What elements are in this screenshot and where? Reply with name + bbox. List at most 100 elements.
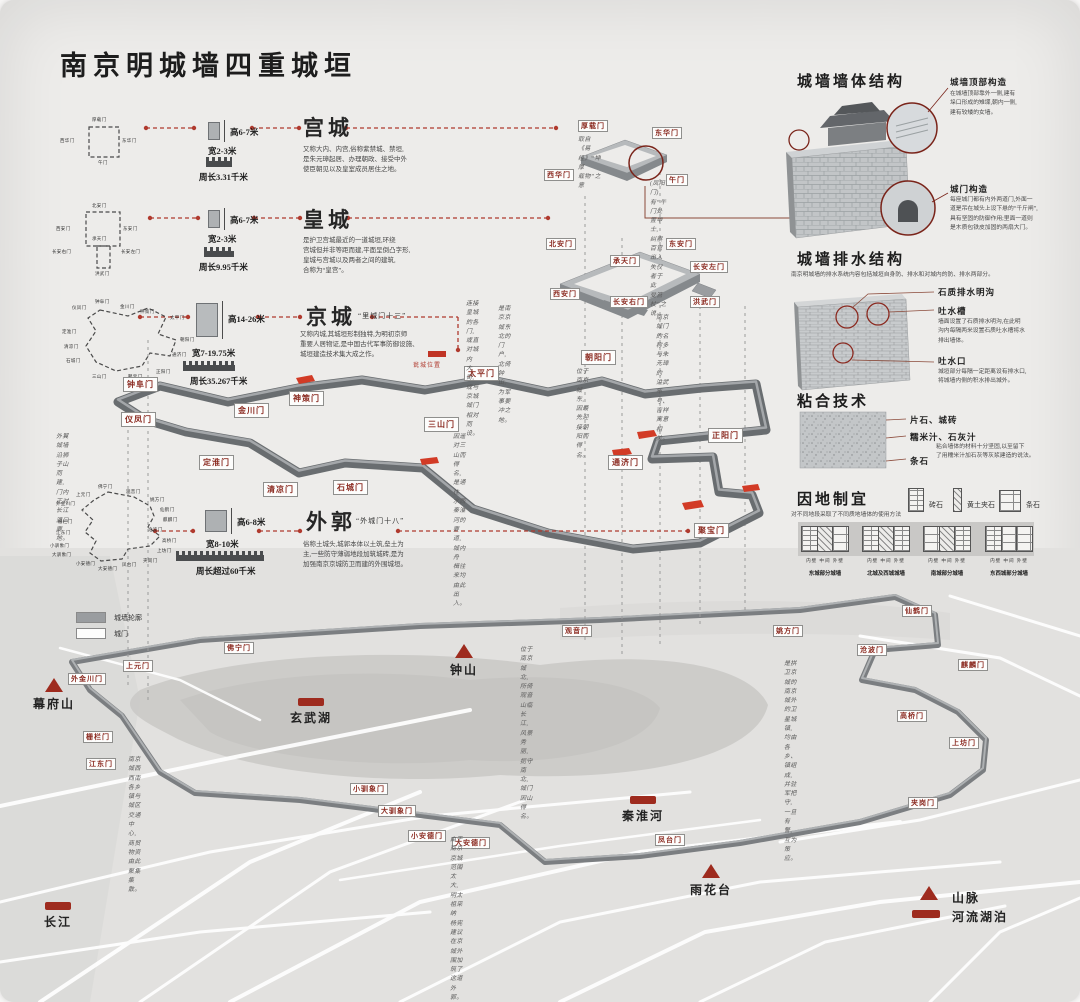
height-icon	[196, 303, 218, 337]
plan-gate-label: 高桥门	[162, 538, 177, 543]
gate-label: 石城门	[333, 480, 368, 495]
annotation-text: 外翼城墙沿狮子山而建, 门内正对长江渡口要地。	[56, 434, 69, 543]
river-legend-label: 河流湖泊	[952, 910, 1009, 924]
gate-label: 三山门	[424, 417, 459, 432]
wall-section-caption: 东西城部分城墙	[990, 571, 1028, 577]
plan-gate-label: 厚载门	[92, 117, 107, 122]
annotation-text: 南京城西西南各乡镇与城区交通中心, 商贸物资由此聚集集散。	[128, 757, 141, 894]
height-bracket	[222, 301, 223, 339]
gate-label: 清凉门	[263, 482, 298, 497]
section-title-w: 外郭	[306, 510, 356, 534]
callout-title: 吐水口	[938, 356, 967, 366]
gate-label: 外金川门	[68, 673, 106, 685]
gate-label: 上元门	[123, 660, 153, 672]
place-marker-icon	[45, 678, 63, 692]
stat-perimeter: 周长9.95千米	[199, 262, 248, 272]
panel-adaptation-title: 因地制宜	[797, 492, 870, 508]
gate-label: 洪武门	[690, 296, 720, 308]
stat-perimeter: 周长3.31千米	[199, 172, 248, 182]
plan-gate-label: 午门	[98, 160, 108, 165]
plan-gate-label: 夹岗门	[143, 558, 158, 563]
barbican-markers	[296, 375, 760, 510]
panel-structure-title: 城墙墙体结构	[797, 74, 906, 90]
capital-wall-ribbon	[113, 374, 771, 554]
material-swatch-brick	[908, 488, 924, 512]
plan-gate-label: 小驯象门	[50, 543, 70, 548]
annotation-text: 位于南京城东,因最先迎接朝阳而得名。	[576, 369, 589, 459]
place-marker: 玄武湖	[290, 698, 332, 726]
panel-drainage-intro: 南京明城墙的排水系统内容包括城垣自身防、排水和对城内的防、排水两部分。	[791, 272, 994, 278]
place-label: 雨花台	[690, 883, 733, 897]
plan-gate-label: 清凉门	[64, 344, 79, 349]
plan-gate-label: 凤台门	[122, 562, 137, 567]
callout-body: 每座城门都有内外两道门,外面一 道是吊在城头上设下悬的“千斤闸”, 具有坚固的防…	[950, 197, 1038, 231]
plan-gate-label: 神策门	[140, 309, 155, 314]
plan-gate-label: 大安德门	[98, 566, 118, 571]
stat-height: 高14-26米	[228, 314, 265, 324]
gate-label: 观音门	[562, 625, 592, 637]
mountain-legend-icon	[920, 886, 938, 900]
annotation-text: 是拱卫京城的南京城外的卫星城镇, 均由各乡、镇组成,并驻军把守,一旦 有警,互为…	[784, 661, 797, 863]
stat-perimeter: 周长35.267千米	[190, 376, 248, 386]
callout-body: 在城墙顶部靠外一侧,建有 垛口形成的雉堞,朝内一侧, 建有较矮的女墙。	[950, 91, 1017, 116]
annotation-connector	[644, 186, 792, 219]
gate-label: 西安门	[550, 288, 580, 300]
gate-label: 午门	[666, 174, 688, 186]
gate-label: 东华门	[652, 127, 682, 139]
callout-body: 墙面设置了石质排水明沟,在此明 沟内每隔两米设置石质吐水槽将水 排出墙体。	[938, 319, 1025, 344]
legend-wall-swatch	[76, 612, 106, 623]
plan-gate-label: 三山门	[92, 374, 107, 379]
plan-gate-label: 沧波门	[148, 527, 163, 532]
callout-body: 城垣部分每隔一定距离设有排水口, 将城墙内侧的积水排出城外。	[938, 369, 1027, 385]
wall-section-diagram	[923, 526, 971, 552]
height-icon	[205, 510, 227, 532]
panel-drainage-title: 城墙排水结构	[797, 252, 906, 268]
gate-label: 通济门	[608, 455, 643, 470]
leader-dots	[137, 125, 691, 534]
height-bracket	[224, 120, 225, 142]
plan-gate-label: 佛宁门	[98, 484, 113, 489]
plan-gate-label: 承天门	[92, 236, 107, 241]
plan-gate-label: 东华门	[122, 138, 137, 143]
annotation-text: 因遥对三山而得名,是通往 水西秦淮河的要道,城内舟 楫往来均由此出入。	[453, 434, 466, 608]
legend-gate-label: 城门	[114, 630, 128, 638]
stat-width: 宽2-3米	[208, 234, 237, 244]
gate-label: 小驯象门	[350, 783, 388, 795]
stat-width: 宽2-3米	[208, 146, 237, 156]
annotation-text: 南京城门的名称多与朱元璋的 洪武年号、吉祥寓意相关。	[656, 315, 669, 442]
plan-gate-label: 观音门	[126, 489, 141, 494]
section-quote-w: “外城门十八”	[356, 517, 405, 525]
wall-section-caption: 北城及西城城墙	[867, 571, 905, 577]
callout-title: 吐水槽	[938, 306, 967, 316]
place-label: 钟山	[450, 663, 479, 677]
legend-gate-swatch	[76, 628, 106, 639]
stat-height: 高6-8米	[237, 517, 266, 527]
gate-label: 朝阳门	[581, 350, 616, 365]
wall-section-diagram	[985, 526, 1033, 552]
plan-gate-label: 仪凤门	[72, 305, 87, 310]
mountain-legend-label: 山脉	[952, 891, 981, 905]
section-title-h: 皇城	[303, 208, 353, 232]
material-swatch-earth	[953, 488, 962, 512]
wall-layer-labels: 内壁 中间 外壁	[867, 558, 905, 563]
place-marker-icon	[630, 796, 656, 804]
gate-label: 定淮门	[199, 455, 234, 470]
plan-gate-label: 上元门	[76, 492, 91, 497]
perimeter-icon	[183, 361, 235, 371]
plan-gate-label: 麒麟门	[163, 517, 178, 522]
plan-outlines	[81, 126, 177, 562]
stat-width: 宽8-10米	[206, 539, 239, 549]
place-marker: 长江	[44, 902, 72, 930]
annotation-text: 连接皇城的各门,或直对城内 大街,或与京城城门相对而设。	[466, 301, 479, 438]
wall-layer-labels: 内壁 中间 外壁	[990, 558, 1028, 563]
plan-gate-label: 洪武门	[95, 271, 110, 276]
plan-gate-label: 金川门	[120, 304, 135, 309]
callout-title: 城墙顶部构造	[950, 77, 1008, 87]
plan-gate-label: 东安门	[123, 226, 138, 231]
bonding-illustration	[799, 411, 907, 469]
plan-gate-label: 朝阳门	[180, 337, 195, 342]
stat-height: 高6-7米	[230, 215, 259, 225]
perimeter-icon	[176, 551, 264, 561]
place-label: 幕府山	[33, 697, 76, 711]
